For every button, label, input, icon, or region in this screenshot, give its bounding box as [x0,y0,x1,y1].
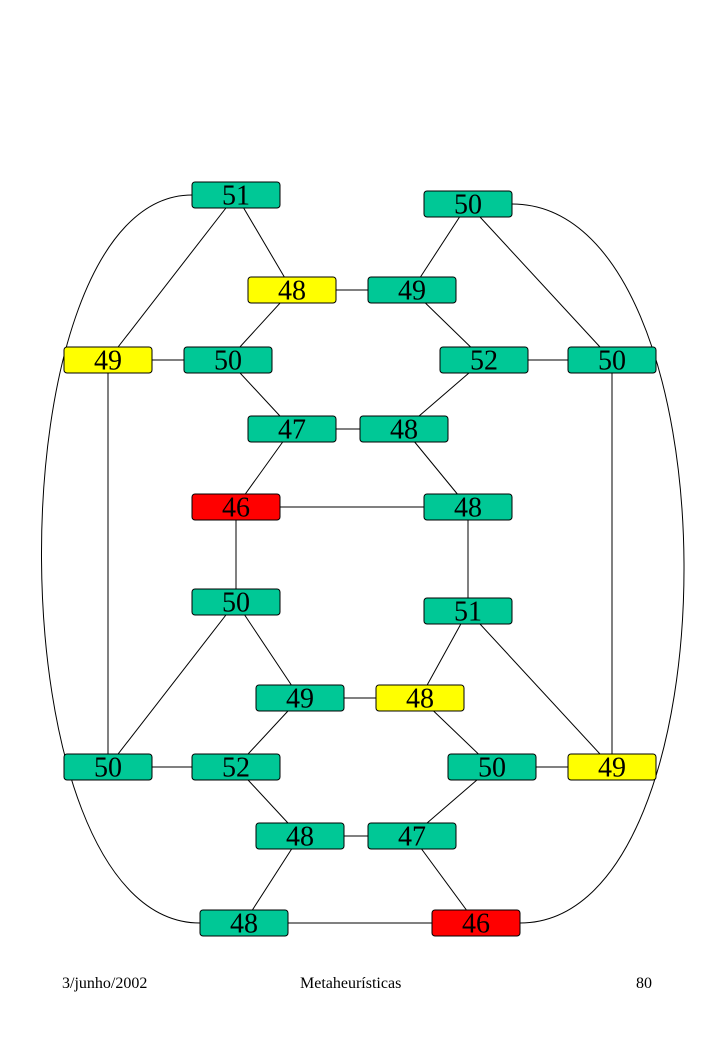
node-label: 47 [278,415,306,446]
node-n8: 50 [567,346,657,377]
node-n10: 48 [359,415,449,446]
node-n14: 51 [423,597,513,628]
edges-layer [41,194,685,924]
node-label: 50 [94,753,122,784]
nodes-layer: 51 50 48 49 49 50 52 50 47 48 46 48 50 51 49 48 50 52 50 49… [63,181,657,940]
node-n3: 48 [247,276,337,307]
node-n22: 47 [367,822,457,853]
node-n5: 49 [63,346,153,377]
edge-n21-n23 [243,835,301,924]
node-n23: 48 [199,909,289,940]
node-n2: 50 [423,190,513,221]
node-label: 50 [214,346,242,377]
node-label: 52 [222,753,250,784]
edge-n2-n4 [411,203,469,291]
footer-title: Metaheurísticas [300,975,402,992]
node-label: 49 [398,276,426,307]
footer-page-number: 80 [636,975,652,992]
node-label: 52 [470,346,498,377]
node-box [247,415,337,443]
node-box [255,822,345,850]
node-n15: 49 [255,684,345,715]
node-n20: 49 [567,753,657,784]
node-box [447,753,537,781]
node-box [367,276,457,304]
node-box [423,597,513,625]
node-label: 48 [286,822,314,853]
node-box [255,684,345,712]
node-box [199,909,289,937]
node-box [183,346,273,374]
node-label: 48 [390,415,418,446]
node-n24: 46 [431,909,521,940]
node-n12: 48 [423,493,513,524]
node-box [567,346,657,374]
node-label: 50 [598,346,626,377]
node-n18: 52 [191,753,281,784]
node-n1: 51 [191,181,281,212]
edge-n14-n16 [419,610,469,699]
node-n11: 46 [191,493,281,524]
edge-n13-n15 [235,601,301,699]
node-box [423,493,513,521]
node-label: 49 [598,753,626,784]
curved-edge-n1-n23 [41,194,201,924]
node-label: 48 [230,909,258,940]
node-label: 50 [454,190,482,221]
node-label: 48 [406,684,434,715]
node-box [439,346,529,374]
footer-date: 3/junho/2002 [62,975,148,992]
node-label: 49 [286,684,314,715]
node-n19: 50 [447,753,537,784]
node-n17: 50 [63,753,153,784]
edge-n2-n8 [467,203,613,361]
node-box [359,415,449,443]
node-label: 48 [278,276,306,307]
node-n16: 48 [375,684,465,715]
node-box [247,276,337,304]
node-label: 50 [222,588,250,619]
node-n6: 50 [183,346,273,377]
node-label: 51 [454,597,482,628]
node-box [191,181,281,209]
edge-n1-n3 [235,194,293,291]
node-box [423,190,513,218]
edge-n1-n5 [107,194,237,361]
edge-n13-n17 [107,601,237,768]
node-n21: 48 [255,822,345,853]
node-box [191,753,281,781]
node-box [375,684,465,712]
node-n9: 47 [247,415,337,446]
node-box [567,753,657,781]
node-n4: 49 [367,276,457,307]
edge-n14-n20 [467,610,613,768]
node-n13: 50 [191,588,281,619]
curved-edge-n2-n24 [511,203,685,924]
node-label: 48 [454,493,482,524]
node-label: 46 [222,493,250,524]
node-label: 46 [462,909,490,940]
node-box [63,346,153,374]
node-box [191,588,281,616]
node-label: 50 [478,753,506,784]
node-n7: 52 [439,346,529,377]
node-label: 49 [94,346,122,377]
node-box [431,909,521,937]
node-label: 51 [222,181,250,212]
edge-n22-n24 [411,835,477,924]
node-label: 47 [398,822,426,853]
node-box [367,822,457,850]
node-box [63,753,153,781]
node-box [191,493,281,521]
